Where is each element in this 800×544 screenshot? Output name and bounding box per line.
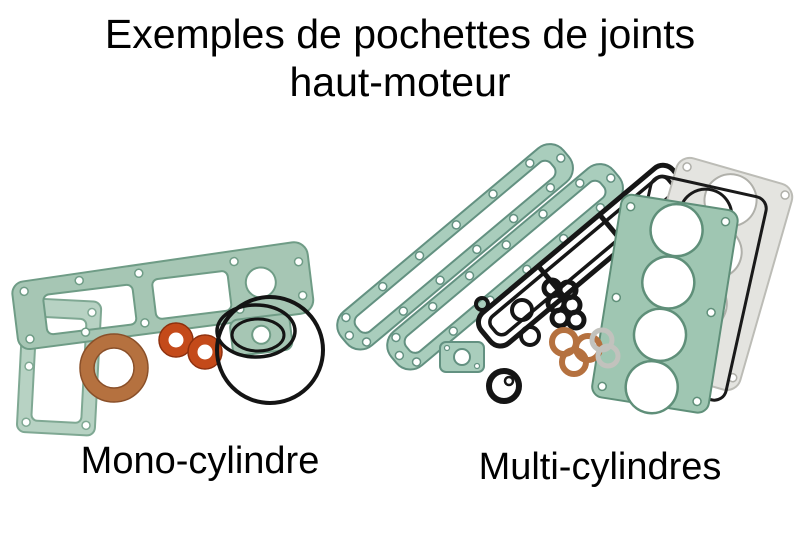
metal-washers <box>589 327 621 369</box>
multi-head-gasket-green <box>591 193 739 415</box>
page-title-line2: haut-moteur <box>289 59 511 106</box>
black-o-rings <box>215 295 325 405</box>
copper-washers <box>549 327 603 377</box>
caption-mono-cylindre: Mono-cylindre <box>80 440 320 482</box>
multi-cylinder-gasket-illustration <box>336 135 794 415</box>
caption-multi-cylindres: Multi-cylindres <box>478 446 722 488</box>
small-plate-gasket <box>439 341 485 373</box>
mono-cylinder-gasket-illustration <box>11 241 325 437</box>
page-title: Exemples de pochettes de joints haut-mot… <box>0 10 800 107</box>
page-title-line1: Exemples de pochettes de joints <box>104 11 696 57</box>
copper-washer <box>79 333 149 403</box>
red-seals <box>158 322 223 370</box>
small-o-rings <box>474 296 541 347</box>
rubber-grommet <box>486 368 522 404</box>
valve-stem-seals <box>541 277 587 331</box>
